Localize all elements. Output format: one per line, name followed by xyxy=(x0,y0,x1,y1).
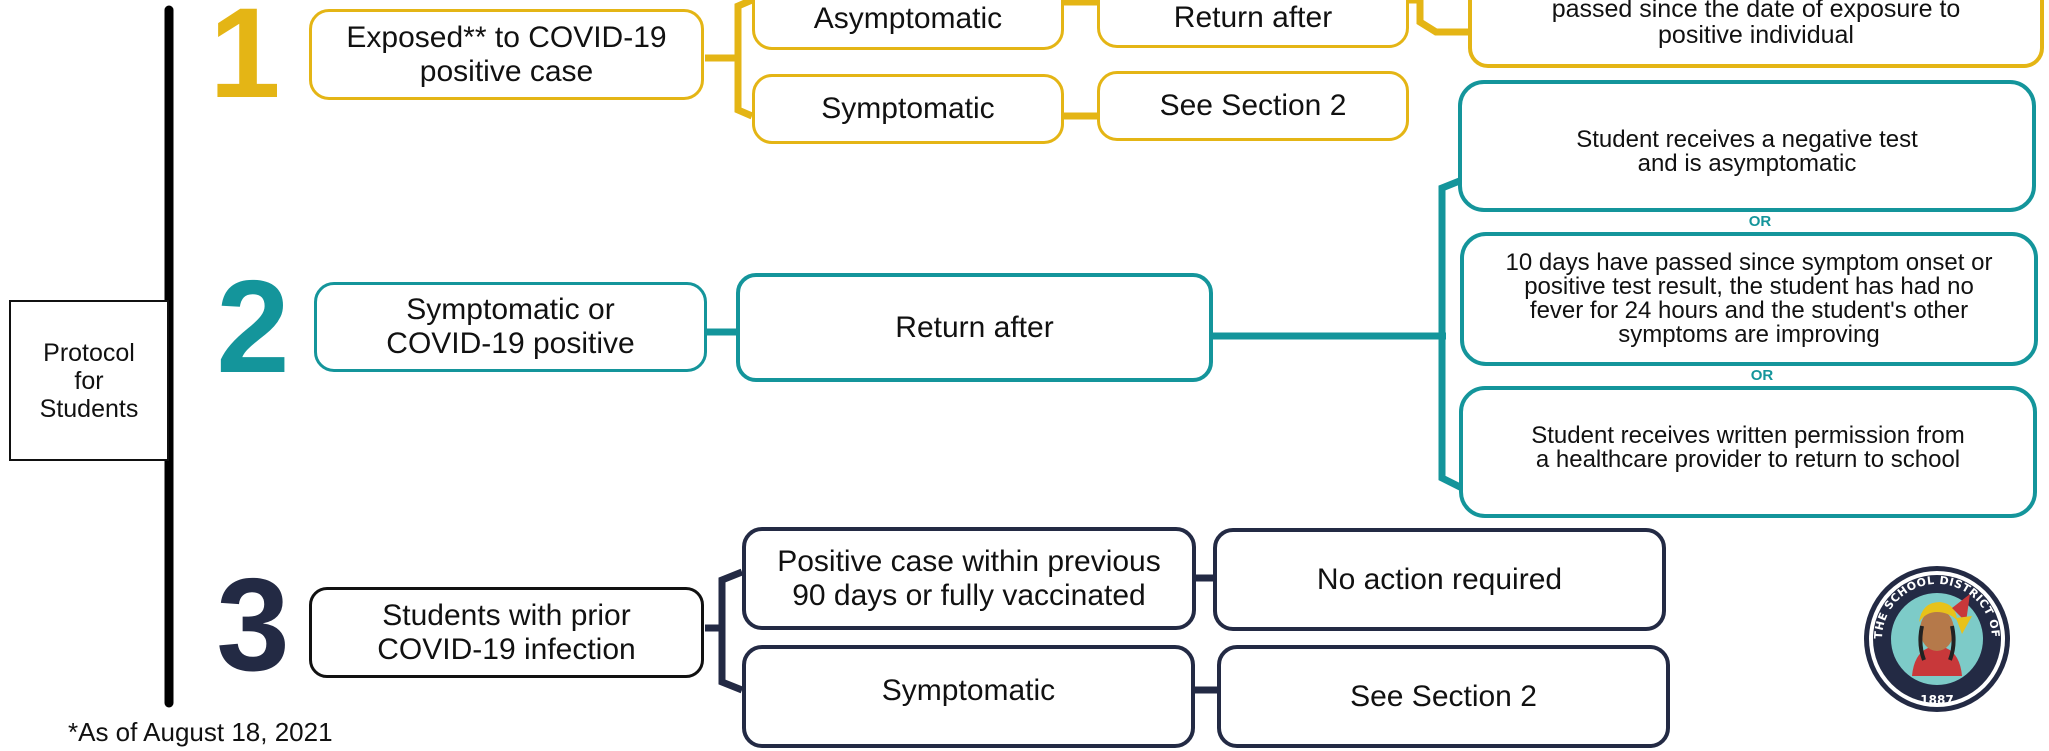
section3-symptomatic-box: Symptomatic xyxy=(742,645,1195,748)
section-number-2: 2 xyxy=(216,253,290,400)
section3-condition-box: Students with prior COVID-19 infection xyxy=(309,587,704,678)
section3-prior-case-box: Positive case within previous 90 days or… xyxy=(742,527,1196,630)
section-number-1: 1 xyxy=(209,0,281,125)
footnote: *As of August 18, 2021 xyxy=(68,717,333,747)
section1-symptomatic-box: Symptomatic xyxy=(752,74,1064,144)
protocol-for-students-box: Protocol for Students xyxy=(9,300,169,461)
section1-quarantine-result-box: passed since the date of exposure to pos… xyxy=(1468,0,2044,68)
section3-see-section2-box: See Section 2 xyxy=(1217,645,1670,748)
section1-return-after-box: Return after xyxy=(1097,0,1409,48)
section1-see-section2-box: See Section 2 xyxy=(1097,71,1409,141)
section2-option-negative-test: Student receives a negative test and is … xyxy=(1458,80,2036,212)
section2-return-after-box: Return after xyxy=(736,273,1213,382)
section2-option-written-permission: Student receives written permission from… xyxy=(1459,386,2037,518)
or-label-1: OR xyxy=(1748,213,1772,230)
seal-year: 1887 xyxy=(1920,693,1953,707)
section3-no-action-box: No action required xyxy=(1213,528,1666,631)
or-label-2: OR xyxy=(1750,367,1774,384)
section2-connectors xyxy=(707,176,1464,492)
section1-connectors xyxy=(705,0,1470,120)
district-seal-logo: THE SCHOOL DISTRICT OF OSCEOLA COUNTY, F… xyxy=(1862,564,2010,712)
section2-condition-box: Symptomatic or COVID-19 positive xyxy=(314,282,707,372)
section-number-3: 3 xyxy=(216,551,290,698)
section1-condition-box: Exposed** to COVID-19 positive case xyxy=(309,9,704,100)
section2-option-ten-days: 10 days have passed since symptom onset … xyxy=(1460,232,2038,366)
section1-asymptomatic-box: Asymptomatic xyxy=(752,0,1064,50)
section3-connectors xyxy=(705,568,1218,694)
